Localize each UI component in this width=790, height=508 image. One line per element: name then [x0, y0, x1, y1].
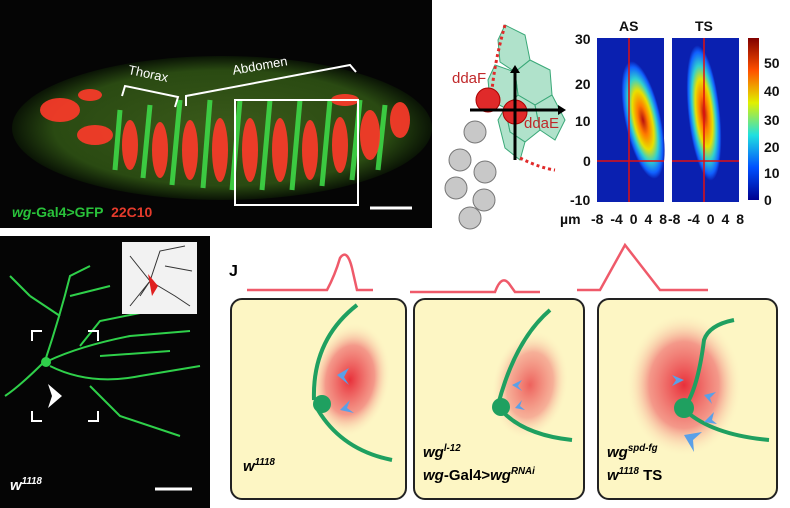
- x-tick: 0: [706, 211, 715, 227]
- embryo-image: [12, 56, 432, 210]
- box3-genotype-line2: w1118 TS: [607, 466, 662, 484]
- arrowhead-icon: [515, 400, 525, 410]
- x-tick: -8: [668, 211, 681, 227]
- ddaE-label: ddaE: [524, 115, 560, 132]
- arrowhead-icon: [704, 392, 716, 404]
- x-tick: 0: [629, 211, 638, 227]
- peak-profiles: [247, 242, 708, 294]
- x-tick: 4: [644, 211, 653, 227]
- x-ticks-ts: -8 -4 0 4 8: [668, 211, 744, 227]
- arrowhead-icon: [512, 380, 522, 391]
- arrowhead-icon: [684, 432, 702, 452]
- colorbar-tick: 50: [764, 55, 780, 71]
- genotype-sup: 1118: [254, 457, 275, 468]
- legend-green-italic: wg: [12, 204, 32, 220]
- legend-red: 22C10: [111, 204, 153, 220]
- colorbar-tick: 30: [764, 112, 780, 128]
- genotype-base: wg: [423, 444, 444, 461]
- peak-profile-2: [410, 279, 540, 294]
- box2-genotype-line2: wg-Gal4>wgRNAi: [423, 466, 535, 484]
- x-tick: -4: [610, 211, 623, 227]
- y-tick: 10: [575, 113, 591, 129]
- genotype-base: w: [10, 477, 22, 494]
- genotype-part: -Gal4>: [443, 467, 491, 484]
- box1-genotype: w1118: [243, 457, 275, 475]
- x-tick: 8: [659, 211, 667, 227]
- panel-letter-j: J: [229, 263, 238, 280]
- heatmap-title-as: AS: [619, 18, 639, 34]
- colorbar-tick: 10: [764, 165, 780, 181]
- neuron-micrograph: w1118: [0, 236, 210, 508]
- y-tick: 0: [583, 153, 591, 169]
- genotype-part: wg: [490, 467, 511, 484]
- genotype-sup: spd-fg: [627, 443, 658, 454]
- ddaF-label: ddaF: [452, 70, 487, 87]
- x-tick: 8: [736, 211, 744, 227]
- x-unit: µm: [560, 211, 581, 227]
- genotype-sup: 1118: [618, 466, 639, 477]
- x-ticks-as: -8 -4 0 4 8: [591, 211, 667, 227]
- arrowhead-icon: [337, 368, 349, 385]
- neuron-genotype-label: w1118: [10, 476, 42, 494]
- y-tick: 30: [575, 31, 591, 47]
- colorbar: [748, 38, 759, 200]
- y-tick: 20: [575, 76, 591, 92]
- genotype-part: wg: [423, 467, 444, 484]
- y-tick: -10: [570, 192, 591, 208]
- genotype-suffix: TS: [638, 467, 663, 484]
- legend-label: wg-Gal4>GFP 22C10: [12, 204, 152, 220]
- x-tick: -4: [687, 211, 700, 227]
- schematic-box-wg-gain: wgspd-fg w1118 TS: [597, 298, 778, 500]
- peak-profile-1: [247, 253, 373, 292]
- heatmaps: [597, 38, 759, 202]
- genotype-base: wg: [607, 444, 628, 461]
- box2-genotype-line1: wgl-12: [423, 443, 461, 461]
- x-tick: -8: [591, 211, 604, 227]
- colorbar-tick: 40: [764, 83, 780, 99]
- genotype-sup: RNAi: [510, 466, 535, 477]
- embryo-micrograph: Thorax Abdomen wg-Gal4>GFP 22C10: [0, 0, 432, 228]
- box-drawing: [626, 313, 770, 457]
- schematic-box-wg-loss: wgl-12 wg-Gal4>wgRNAi: [413, 298, 585, 500]
- legend-green: -Gal4>GFP: [31, 204, 104, 220]
- peak-profile-3: [577, 242, 708, 292]
- genotype-base: w: [243, 458, 255, 475]
- box3-genotype-line1: wgspd-fg: [607, 443, 658, 461]
- colorbar-tick: 0: [764, 192, 772, 208]
- box-drawing: [491, 308, 573, 442]
- x-tick: 4: [721, 211, 730, 227]
- colorbar-tick: 20: [764, 139, 780, 155]
- heatmap-title-ts: TS: [695, 18, 713, 34]
- arrowhead-icon: [704, 412, 717, 424]
- arrowhead-icon: [672, 375, 684, 386]
- genotype-base: w: [607, 467, 619, 484]
- genotype-sup: 1118: [21, 476, 42, 487]
- box-drawing: [309, 303, 393, 462]
- schematic-box-wildtype: w1118: [230, 298, 407, 500]
- arrowhead-icon: [340, 400, 354, 413]
- neuron-schematic: [444, 24, 566, 230]
- genotype-sup: l-12: [443, 443, 461, 454]
- neuron-image: [4, 242, 201, 491]
